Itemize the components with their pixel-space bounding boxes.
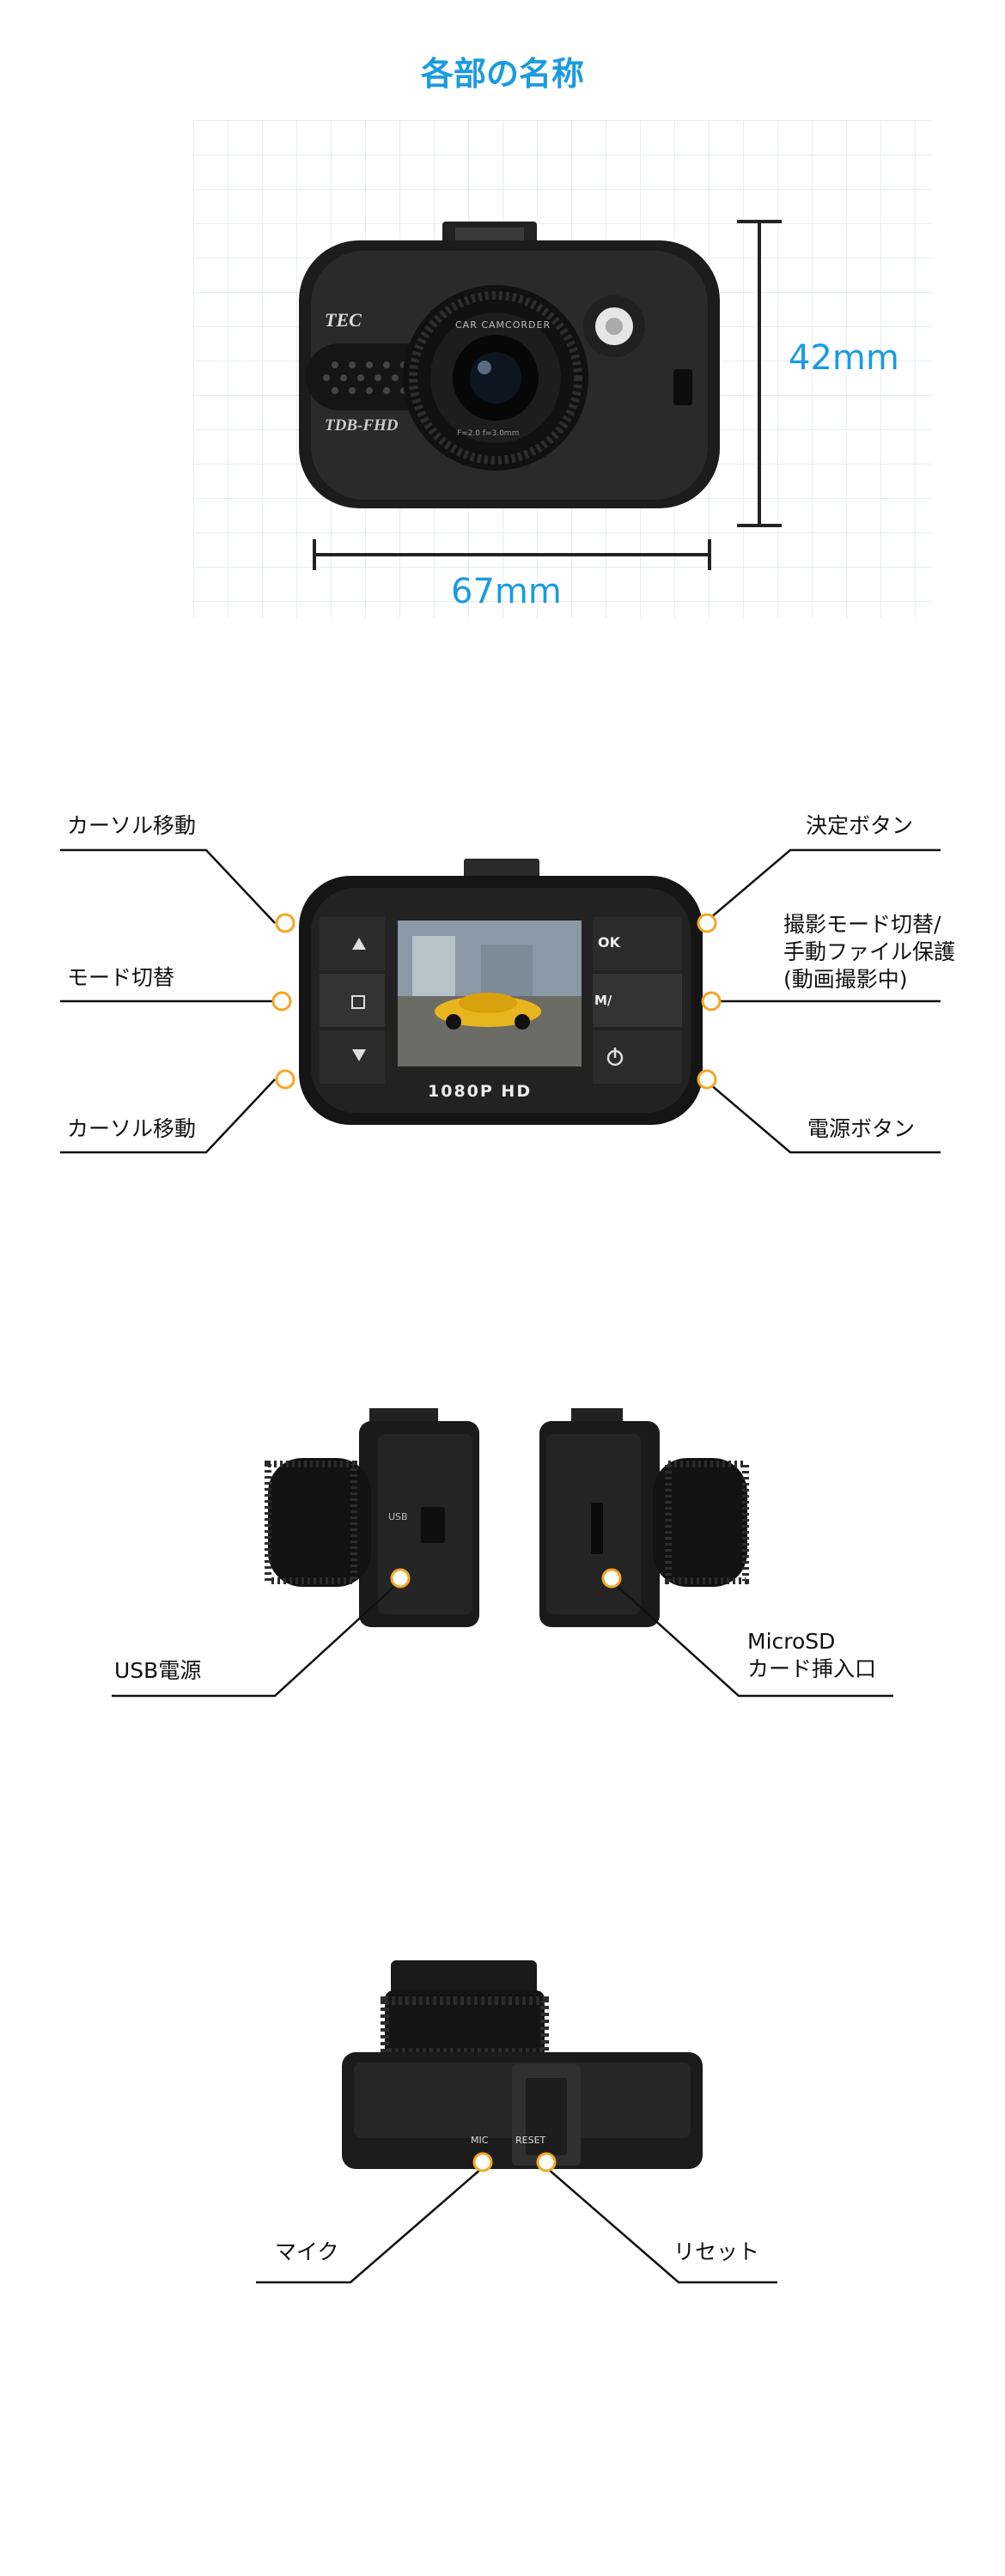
brand-logo-text: TEC [325,309,362,331]
height-dimension: 42mm [789,338,899,378]
callout-markers [271,913,722,2172]
reset-print: RESET [515,2135,546,2146]
label-cursor-up: カーソル移動 [67,813,197,838]
camera-side-views [265,1408,749,1627]
model-name: TDB-FHD [325,416,399,434]
label-reset: リセット [673,2239,760,2264]
camera-bottom-view [342,1960,703,2169]
mic-print: MIC [471,2135,489,2146]
label-mode-photo-1: 撮影モード切替/ [783,912,941,937]
label-microsd-1: MicroSD [747,1629,836,1654]
ok-button-text: OK [598,934,620,951]
label-mic: マイク [275,2239,339,2264]
label-microsd-2: カード挿入口 [747,1656,877,1681]
camera-front-view [299,222,720,508]
lens-ring-text: CAR CAMCORDER [455,319,551,331]
dimension-lines [313,220,782,570]
label-mode-photo-2: 手動ファイル保護 [783,939,956,964]
label-power-button: 電源ボタン [807,1116,916,1141]
usb-port-print: USB [388,1511,408,1522]
lens-spec-text: F=2.0 f=3.0mm [457,429,520,438]
label-usb-power: USB電源 [114,1658,202,1683]
label-cursor-down: カーソル移動 [67,1116,197,1141]
camera-back-view [299,859,703,1125]
m-button-text: M/ [594,993,612,1008]
callout-lines [60,848,941,2284]
label-mode-switch: モード切替 [67,965,175,990]
screen-resolution-text: 1080P HD [428,1082,533,1101]
label-mode-photo-3: (動画撮影中) [783,967,908,992]
width-dimension: 67mm [451,572,562,611]
label-ok-button: 決定ボタン [806,813,914,838]
page-title: 各部の名称 [420,55,584,93]
